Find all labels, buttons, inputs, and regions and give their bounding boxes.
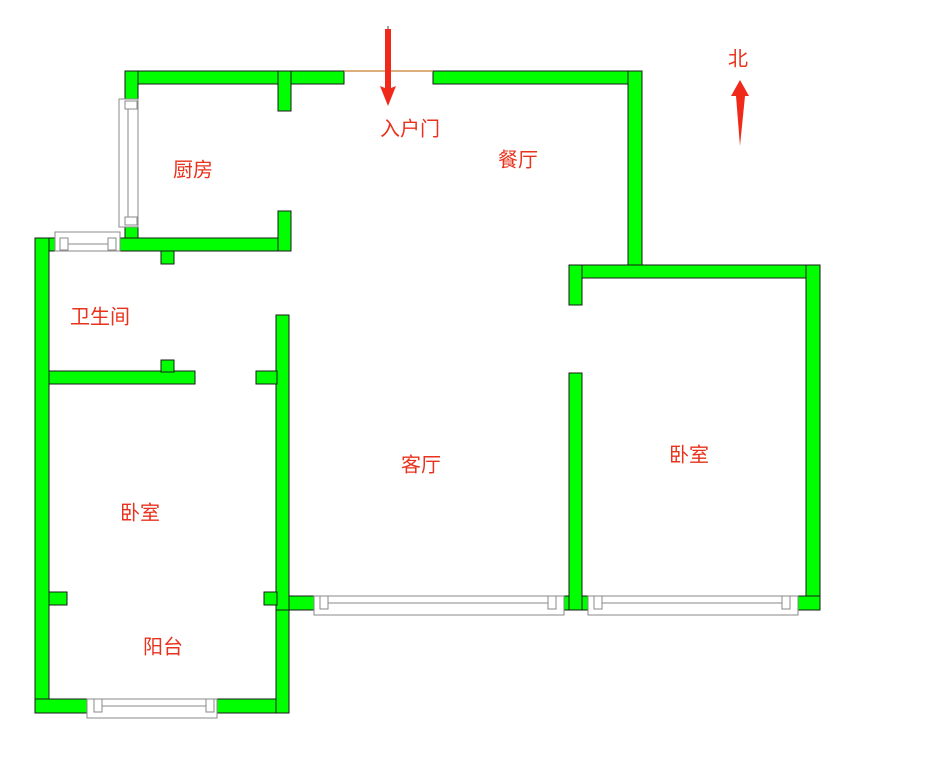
entry-arrow-icon bbox=[380, 26, 396, 106]
wall-top-right bbox=[432, 70, 643, 85]
wall-west-block-east bbox=[275, 595, 290, 714]
wall-kitchen-east-lower bbox=[277, 210, 292, 252]
compass-label: 北 bbox=[728, 47, 748, 71]
exterior-walls bbox=[34, 70, 821, 714]
windows bbox=[54, 98, 799, 719]
wall-kitchen-bottom bbox=[111, 237, 292, 252]
wall-living-west-stub bbox=[255, 370, 278, 385]
wall-kitchen-west bbox=[124, 70, 139, 102]
entrance-label: 入户门 bbox=[380, 117, 440, 141]
wall-east-bedroom-west-upper bbox=[568, 264, 583, 306]
living-label: 客厅 bbox=[401, 453, 441, 477]
window-balcony bbox=[86, 698, 218, 719]
window-east-bedroom bbox=[587, 595, 799, 616]
wall-pier-bathroom bbox=[160, 250, 175, 265]
wall-top-left bbox=[124, 70, 345, 85]
wall-west bbox=[34, 237, 50, 714]
bedroom-east-label: 卧室 bbox=[669, 443, 709, 467]
window-bathroom bbox=[54, 231, 121, 252]
wall-bathroom-pier bbox=[160, 359, 175, 373]
wall-bathroom-bottom bbox=[48, 370, 196, 385]
wall-east-bedroom-west-lower bbox=[568, 372, 583, 611]
balcony-label: 阳台 bbox=[143, 635, 183, 659]
interior-walls bbox=[48, 70, 583, 611]
bedroom-west-label: 卧室 bbox=[120, 501, 160, 525]
wall-east-bedroom-top bbox=[568, 264, 821, 279]
window-living bbox=[313, 595, 565, 616]
kitchen-label: 厨房 bbox=[173, 158, 213, 182]
wall-east-bedroom-east bbox=[805, 264, 821, 611]
bathroom-label: 卫生间 bbox=[70, 305, 130, 329]
north-arrow-icon bbox=[731, 80, 749, 146]
wall-kitchen-east-upper bbox=[277, 70, 292, 112]
wall-dining-east bbox=[627, 70, 643, 279]
dining-label: 餐厅 bbox=[498, 148, 538, 172]
wall-living-west bbox=[275, 314, 290, 611]
wall-balcony-stub-left bbox=[48, 591, 68, 606]
wall-balcony-stub-right bbox=[263, 591, 278, 606]
